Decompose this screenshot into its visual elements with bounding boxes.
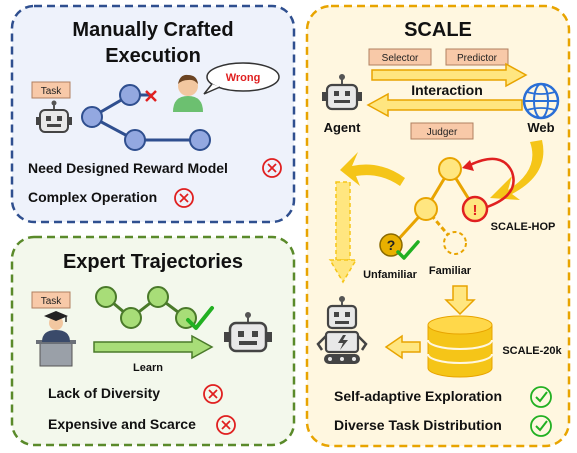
hop-label: SCALE-HOP: [491, 221, 556, 233]
robot-icon: [316, 296, 368, 364]
exclamation-icon: !: [461, 195, 489, 223]
robot-icon: [224, 312, 272, 353]
panel-scale: SCALE Selector Predictor Interaction Jud…: [305, 4, 571, 448]
unfamiliar-label: Unfamiliar: [363, 269, 418, 281]
teacher-icon: [36, 311, 76, 367]
learn-arrow: [93, 334, 214, 360]
check-icon: [186, 306, 214, 330]
check-icon: [396, 240, 420, 260]
panel-manual: Manually Crafted Execution Task: [10, 4, 296, 224]
scale-benefit-1: Self-adaptive Exploration: [334, 388, 502, 404]
manual-drawback-2: Complex Operation: [28, 189, 157, 205]
person-icon: [173, 74, 203, 112]
arrow-to-robot: [384, 334, 421, 360]
question-icon: ?: [379, 233, 403, 257]
learn-label: Learn: [133, 362, 163, 374]
curved-arrow-right: [490, 140, 544, 200]
cross-icon: [174, 188, 194, 208]
expert-task-tag: [31, 291, 71, 309]
hop-loop-arrow: [469, 157, 515, 209]
expert-drawback-2: Expensive and Scarce: [48, 416, 196, 432]
arrow-to-agent: [366, 92, 523, 118]
arrow-to-web: [371, 62, 528, 88]
expert-drawback-1: Lack of Diversity: [48, 385, 160, 401]
selector-tag: [368, 48, 432, 66]
interaction-label: Interaction: [411, 82, 483, 98]
globe-icon: [522, 82, 560, 120]
arrow-to-dataset: [444, 285, 476, 316]
manual-graph: [81, 84, 211, 151]
svg-text:?: ?: [387, 237, 396, 253]
predictor-tag: [445, 48, 509, 66]
cross-icon: [145, 90, 157, 102]
scale-benefit-2: Diverse Task Distribution: [334, 417, 502, 433]
predictor-tag-label: Predictor: [457, 53, 498, 64]
judger-tag: [410, 122, 474, 140]
panel-expert: Expert Trajectories Task Learn: [10, 235, 296, 447]
familiar-label: Familiar: [429, 265, 472, 277]
expert-graph: [95, 286, 214, 330]
cross-icon: [262, 158, 282, 178]
manual-task-tag-label: Task: [41, 86, 63, 97]
manual-title-line2: Execution: [105, 45, 201, 67]
svg-text:!: !: [473, 202, 478, 219]
dataset-label: SCALE-20k: [502, 345, 562, 357]
manual-drawback-1: Need Designed Reward Model: [28, 160, 228, 176]
check-icon: [530, 386, 552, 408]
selector-tag-label: Selector: [382, 53, 419, 64]
wrong-label: Wrong: [226, 72, 261, 84]
expert-task-tag-label: Task: [41, 296, 63, 307]
judger-tag-label: Judger: [427, 127, 458, 138]
agent-label: Agent: [324, 120, 362, 135]
dashed-arrow-down: [328, 181, 358, 284]
cross-icon: [203, 384, 223, 404]
check-icon: [530, 415, 552, 437]
scale-title: SCALE: [404, 19, 472, 41]
curved-arrow-left: [340, 152, 405, 186]
database-icon: [427, 315, 493, 378]
robot-icon: [36, 100, 72, 133]
web-label: Web: [527, 120, 554, 135]
wrong-bubble: Wrong: [203, 62, 280, 95]
expert-title: Expert Trajectories: [63, 251, 243, 273]
exploration-tree: ? !: [379, 157, 515, 260]
manual-task-tag: [31, 81, 71, 99]
cross-icon: [216, 415, 236, 435]
manual-title-line1: Manually Crafted: [72, 19, 233, 41]
robot-icon: [322, 74, 362, 111]
